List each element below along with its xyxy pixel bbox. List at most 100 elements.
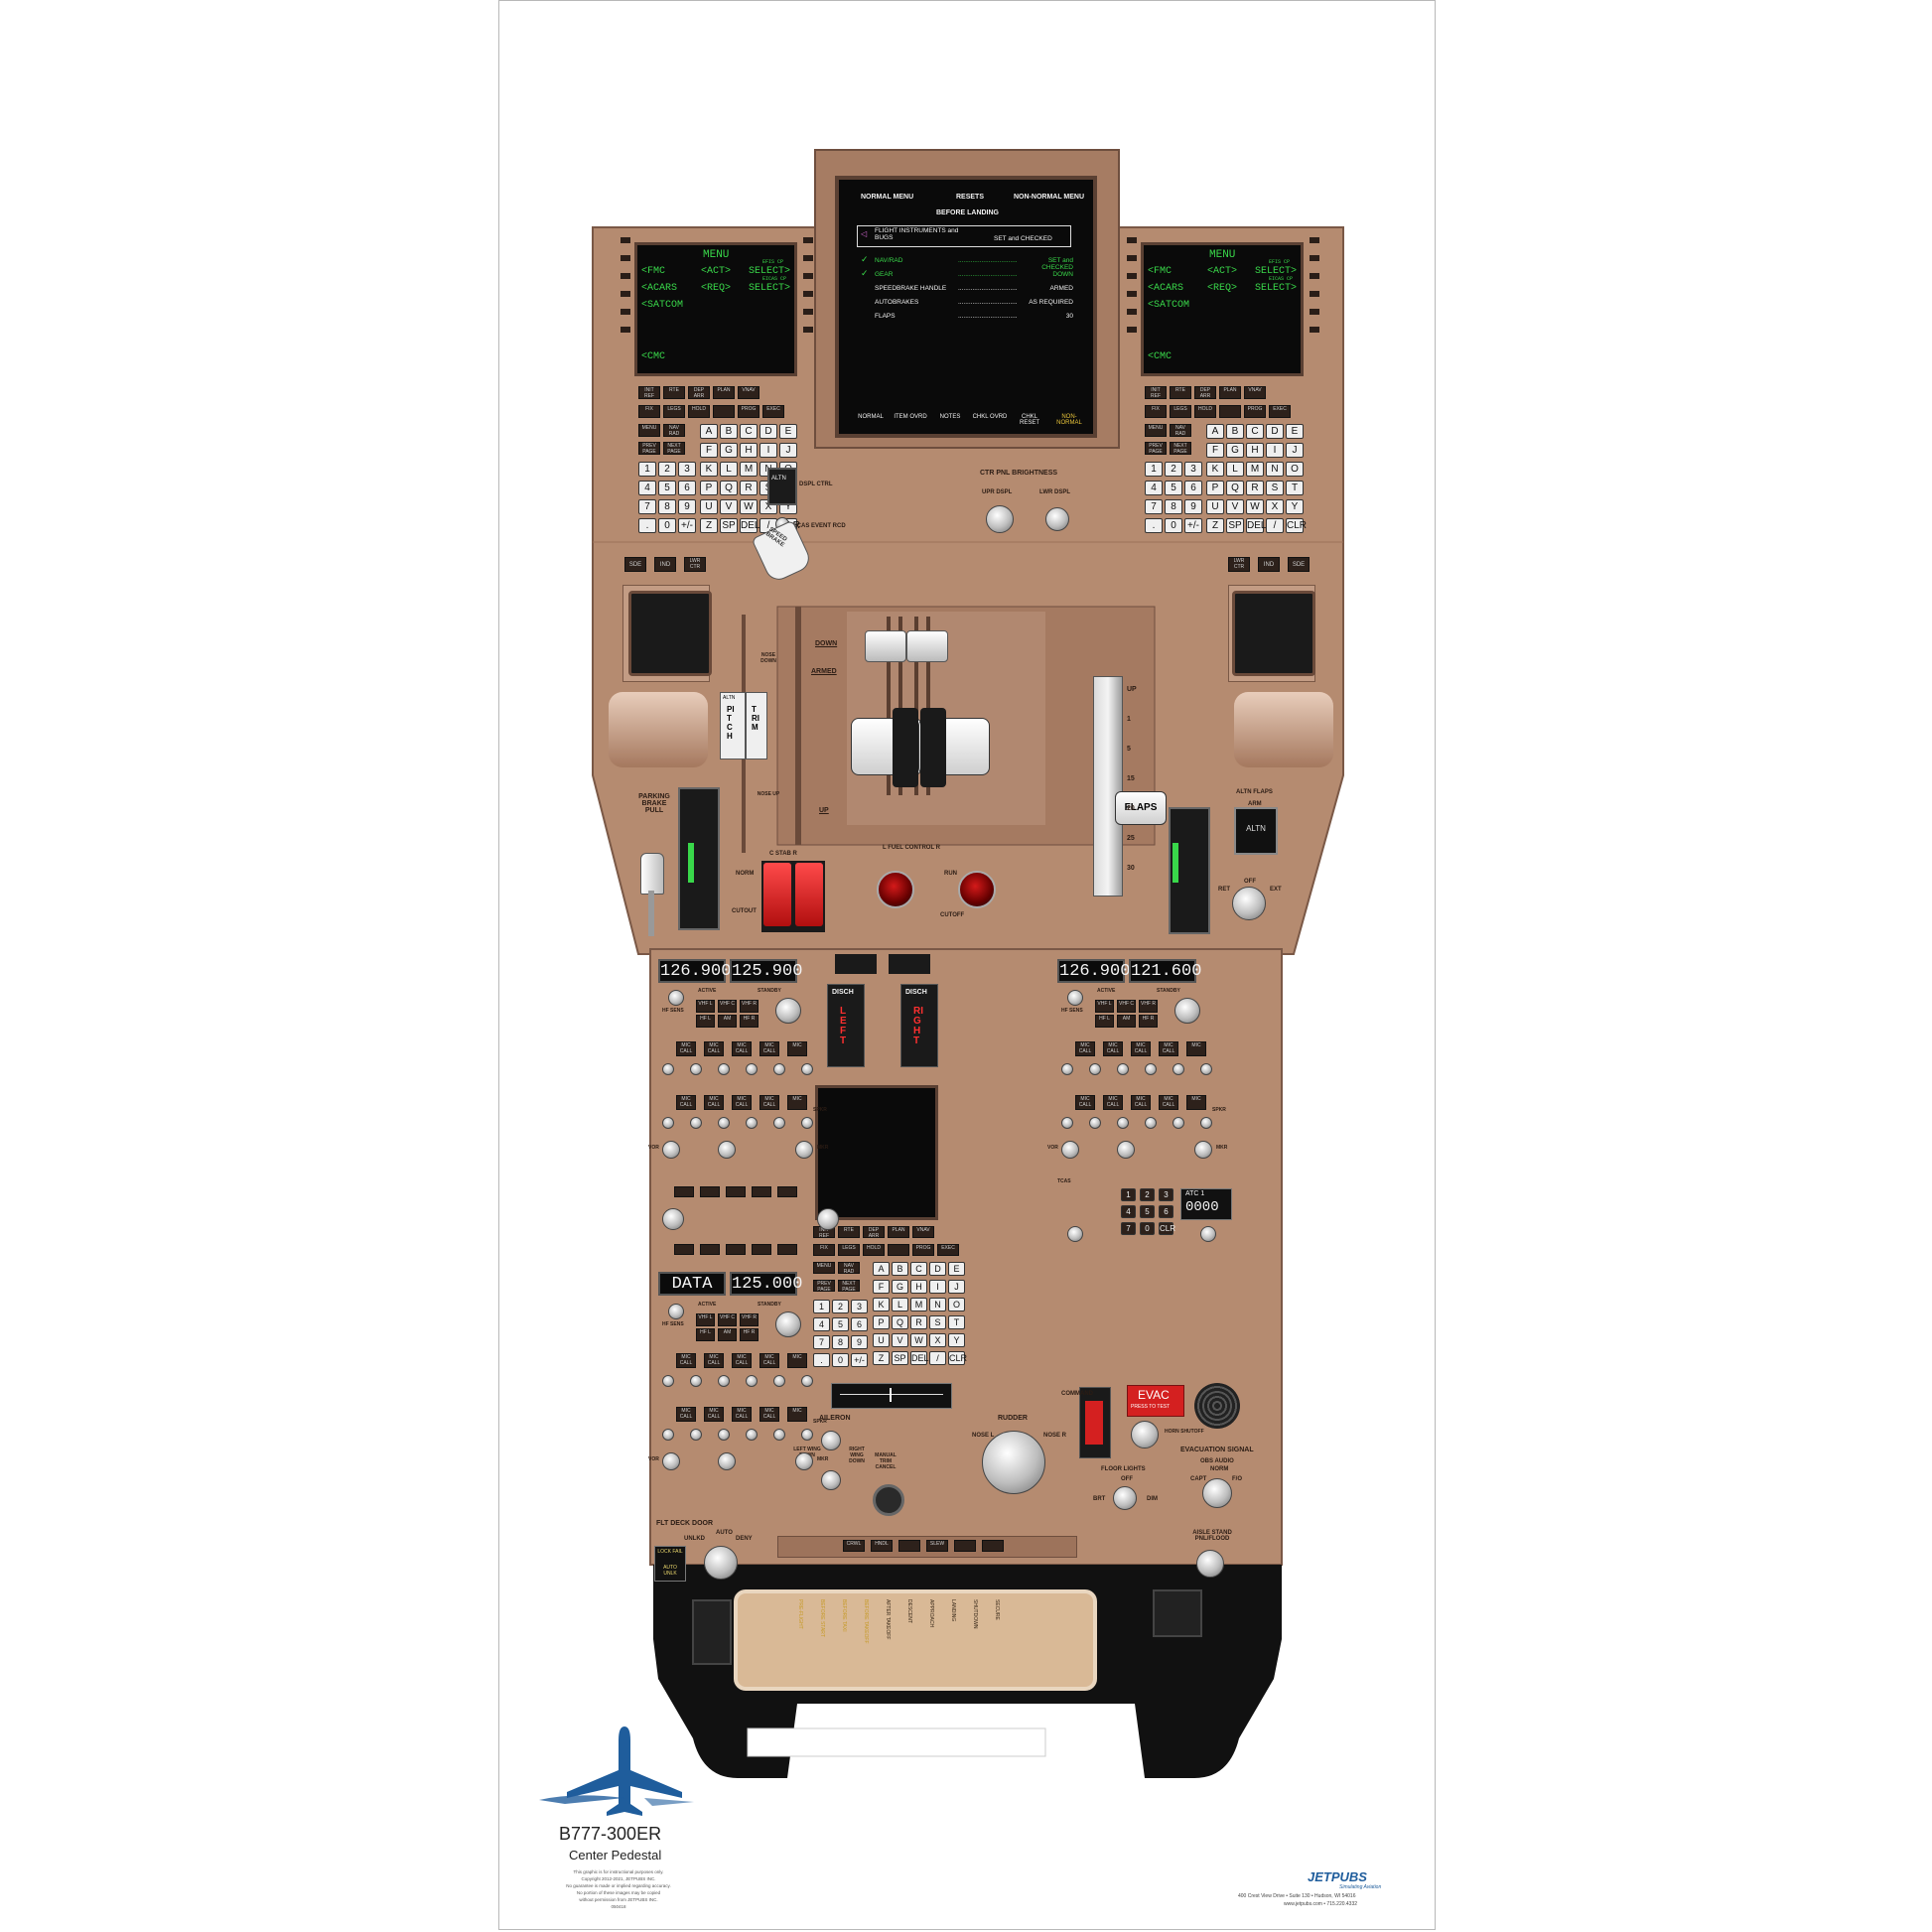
mic-call-key[interactable]: MIC CALL [1159,1041,1178,1056]
mic-call-key[interactable]: MIC CALL [676,1041,696,1056]
vor-selector-knob[interactable] [1117,1141,1135,1159]
cdu-alpha-key[interactable]: N [1266,462,1284,477]
cdu-function-key[interactable]: NAV RAD [1170,424,1191,437]
audio-volume-knob[interactable] [718,1117,730,1129]
radio-select-key[interactable]: HF L [1095,1015,1114,1028]
cdu-alpha-key[interactable]: M [1246,462,1264,477]
cdu-function-key[interactable]: HOLD [1194,405,1216,418]
mic-call-key[interactable]: MIC CALL [704,1407,724,1422]
audio-volume-knob[interactable] [690,1429,702,1441]
manual-trim-cancel-button[interactable] [873,1484,904,1516]
line-select-key[interactable] [1127,273,1137,279]
mic-call-key[interactable]: MIC [787,1353,807,1368]
frequency-tuning-knob[interactable] [775,998,801,1024]
cdu-alpha-key[interactable]: SP [892,1351,908,1365]
cdu-numeric-key[interactable]: 2 [832,1300,849,1313]
audio-volume-knob[interactable] [773,1117,785,1129]
cdu-function-key[interactable]: EXEC [1269,405,1291,418]
cdu-alpha-key[interactable]: R [910,1315,927,1329]
cdu-alpha-key[interactable]: L [720,462,738,477]
cdu-alpha-key[interactable]: G [720,443,738,458]
radio-select-key[interactable]: AM [1117,1015,1136,1028]
cdu-function-key[interactable]: VNAV [912,1226,934,1238]
cdu-alpha-key[interactable]: D [929,1262,946,1276]
cdu-alpha-key[interactable]: H [910,1280,927,1294]
nav-source-key[interactable] [752,1186,771,1197]
stab-cutout-switch-c[interactable] [763,863,791,926]
radio-select-key[interactable]: VHF L [1095,1000,1114,1013]
mic-call-key[interactable]: MIC CALL [1131,1041,1151,1056]
cdu-alpha-key[interactable]: J [948,1280,965,1294]
cdu-alpha-key[interactable]: Q [720,481,738,495]
cdu-numeric-key[interactable]: 7 [813,1335,830,1349]
audio-volume-knob[interactable] [718,1063,730,1075]
cdu-alpha-key[interactable]: J [1286,443,1304,458]
audio-volume-knob[interactable] [1089,1117,1101,1129]
audio-volume-knob[interactable] [801,1117,813,1129]
transponder-key[interactable]: 3 [1159,1188,1173,1201]
nav-source-key[interactable] [674,1244,694,1255]
audio-volume-knob[interactable] [1145,1117,1157,1129]
cdu-alpha-key[interactable]: P [1206,481,1224,495]
cdu-numeric-key[interactable]: 5 [658,481,676,495]
cdu-function-key[interactable]: PREV PAGE [813,1280,835,1293]
hf-sens-knob[interactable] [668,990,684,1006]
line-select-key[interactable] [803,327,813,333]
cdu-numeric-key[interactable]: 3 [678,462,696,477]
line-select-key[interactable] [1310,237,1319,243]
mic-call-key[interactable]: MIC CALL [676,1095,696,1110]
vor-selector-knob[interactable] [718,1452,736,1470]
cdu-function-key[interactable]: PREV PAGE [638,442,660,455]
bottom-function-key[interactable]: HNDL [871,1540,893,1552]
mic-call-key[interactable]: MIC CALL [1131,1095,1151,1110]
mic-call-key[interactable]: MIC CALL [676,1353,696,1368]
cdu-alpha-key[interactable]: SP [1226,518,1244,533]
cdu-numeric-key[interactable]: . [1145,518,1163,533]
efis-ind-key-right[interactable]: IND [1258,557,1280,572]
audio-volume-knob[interactable] [1173,1117,1184,1129]
cdu-function-key[interactable] [1219,405,1241,418]
transponder-key[interactable]: 0 [1140,1222,1155,1235]
line-select-key[interactable] [1310,291,1319,297]
parking-brake-handle[interactable] [640,853,664,895]
mic-call-key[interactable]: MIC CALL [1075,1041,1095,1056]
efis-lwr-ctr-key-right[interactable]: LWR CTR [1228,557,1250,572]
cdu-numeric-key[interactable]: 4 [813,1317,830,1331]
cdu-alpha-key[interactable]: CLR [1286,518,1308,533]
mic-call-key[interactable]: MIC CALL [1103,1095,1123,1110]
cdu-numeric-key[interactable]: 7 [1145,499,1163,514]
radio-select-key[interactable]: AM [718,1328,737,1341]
cdu-alpha-key[interactable]: Z [873,1351,890,1365]
cdu-function-key[interactable]: PLAN [888,1226,909,1238]
line-select-key[interactable] [621,327,630,333]
mic-call-key[interactable]: MIC CALL [1159,1095,1178,1110]
cdu-function-key[interactable]: NAV RAD [838,1262,860,1275]
cdu-alpha-key[interactable]: U [700,499,718,514]
radio-select-key[interactable]: AM [718,1015,737,1028]
cdu-alpha-key[interactable]: X [929,1333,946,1347]
cdu-function-key[interactable]: NEXT PAGE [838,1280,860,1293]
cdu-alpha-key[interactable]: U [873,1333,890,1347]
cdu-alpha-key[interactable]: K [700,462,718,477]
cdu-function-key[interactable]: FIX [813,1244,835,1256]
cdu-numeric-key[interactable]: 0 [658,518,676,533]
mic-call-key[interactable]: MIC CALL [1103,1041,1123,1056]
cdu-function-key[interactable]: LEGS [663,405,685,418]
cdu-alpha-key[interactable]: G [892,1280,908,1294]
cdu-alpha-key[interactable]: S [929,1315,946,1329]
bottom-function-key[interactable] [982,1540,1004,1552]
cdu-numeric-key[interactable]: 7 [638,499,656,514]
fuel-control-switch-right[interactable] [958,871,996,908]
cdu-function-key[interactable]: VNAV [738,386,759,399]
altn-flaps-selector[interactable] [1232,887,1266,920]
nav-selector-knob-left[interactable] [662,1208,684,1230]
checklist-tab[interactable]: NORMAL MENU [861,194,914,201]
cdu-numeric-key[interactable]: 1 [638,462,656,477]
vor-selector-knob[interactable] [718,1141,736,1159]
cdu-function-key[interactable]: PROG [912,1244,934,1256]
frequency-tuning-knob[interactable] [775,1311,801,1337]
cdu-alpha-key[interactable]: Z [1206,518,1224,533]
cdu-alpha-key[interactable]: B [1226,424,1244,439]
audio-volume-knob[interactable] [1200,1063,1212,1075]
cdu-numeric-key[interactable]: +/- [678,518,696,533]
